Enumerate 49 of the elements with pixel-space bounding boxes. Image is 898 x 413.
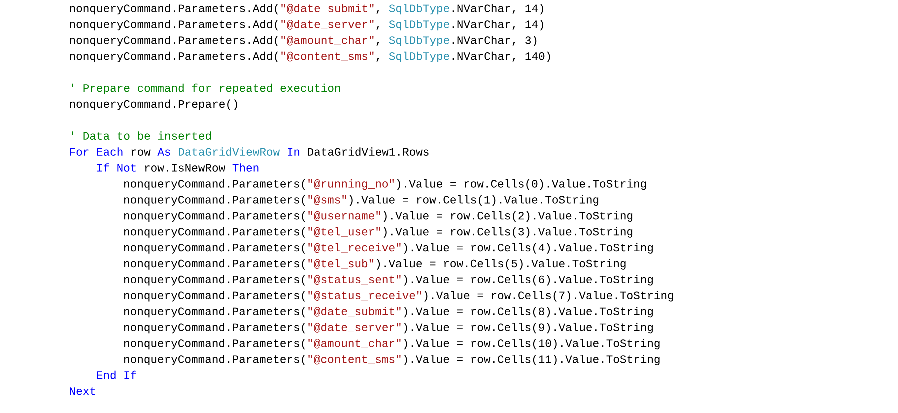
code-line: nonqueryCommand.Prepare() (70, 100, 238, 110)
label: , (376, 26, 380, 30)
label: As (158, 148, 170, 156)
label: .NVarChar, 140) (452, 52, 550, 62)
label: row (132, 150, 151, 156)
label: SqlDbType (389, 36, 450, 47)
label: "@amount_char" (282, 36, 374, 46)
label: nonqueryCommand.Parameters.Add( (70, 4, 278, 15)
code-line: nonqueryCommand.Parameters( "@sms" ).Value = row.Cells(1).Value.ToString (124, 195, 599, 206)
code-line: nonqueryCommand.Parameters( "@running_no" ).Value = row.Cells(0).Value.ToString (124, 180, 646, 190)
code-line: If Not row.IsNewRow Then (98, 164, 259, 172)
label: For Each (70, 148, 123, 156)
code-line: nonqueryCommand.Parameters( "@date_server" ).Value = row.Cells(9).Value.ToString (124, 323, 653, 334)
label: .NVarChar, 3) (452, 36, 537, 47)
code-line: nonqueryCommand.Parameters( "@username" ).Value = row.Cells(2).Value.ToString (124, 211, 633, 222)
label: , (376, 10, 380, 14)
label: SqlDbType (389, 4, 450, 15)
label: SqlDbType (389, 20, 450, 31)
code-line: nonqueryCommand.Parameters( "@status_receive" ).Value = row.Cells(7).Value.ToString (124, 291, 674, 302)
label: nonqueryCommand.Parameters.Add( (70, 20, 278, 31)
label: nonqueryCommand.Parameters.Add( (70, 36, 278, 47)
code-line: nonqueryCommand.Parameters( "@tel_sub" ).Value = row.Cells(5).Value.ToString (124, 259, 626, 270)
code-line: nonqueryCommand.Parameters( "@tel_user" ).Value = row.Cells(3).Value.ToString (124, 227, 633, 238)
label: , (376, 42, 380, 46)
code-line: For Each row As DataGridViewRow In DataGridView1.Rows (70, 148, 429, 156)
label: "@date_server" (282, 20, 374, 30)
label: SqlDbType (389, 52, 450, 62)
label: .NVarChar, 14) (452, 4, 544, 15)
code-line: nonqueryCommand.Parameters.Add( "@content_sms" , SqlDbType .NVarChar, 140) (70, 52, 550, 62)
code-line: Next (70, 388, 96, 396)
code-comment: ' Data to be inserted (72, 132, 212, 140)
label: nonqueryCommand.Parameters.Add( (70, 52, 278, 62)
label: In (288, 148, 300, 156)
code-line: nonqueryCommand.Parameters( "@status_sent" ).Value = row.Cells(6).Value.ToString (124, 275, 653, 286)
code-line: nonqueryCommand.Parameters.Add( "@date_server" , SqlDbType .NVarChar, 14) (70, 20, 544, 31)
code-line: nonqueryCommand.Parameters( "@amount_char" ).Value = row.Cells(10).Value.ToString (124, 339, 660, 350)
label: "@content_sms" (282, 52, 374, 62)
code-line: nonqueryCommand.Parameters( "@date_submit" ).Value = row.Cells(8).Value.ToString (124, 307, 653, 318)
code-line: End If (97, 370, 136, 380)
label: .NVarChar, 14) (452, 20, 544, 31)
code-line: nonqueryCommand.Parameters.Add( "@date_submit" , SqlDbType .NVarChar, 14) (70, 4, 544, 15)
code-comment: ' Prepare command for repeated execution (72, 84, 340, 94)
code-line: nonqueryCommand.Parameters.Add( "@amount_char" , SqlDbType .NVarChar, 3) (70, 36, 537, 47)
code-line: nonqueryCommand.Parameters( "@tel_receive" ).Value = row.Cells(4).Value.ToString (124, 243, 653, 254)
code-line: nonqueryCommand.Parameters( "@content_sms" ).Value = row.Cells(11).Value.ToString (124, 354, 660, 366)
label: DataGridView1.Rows (308, 148, 429, 156)
label: , (376, 58, 380, 62)
label: "@date_submit" (282, 4, 374, 14)
label: DataGridViewRow (178, 148, 280, 156)
